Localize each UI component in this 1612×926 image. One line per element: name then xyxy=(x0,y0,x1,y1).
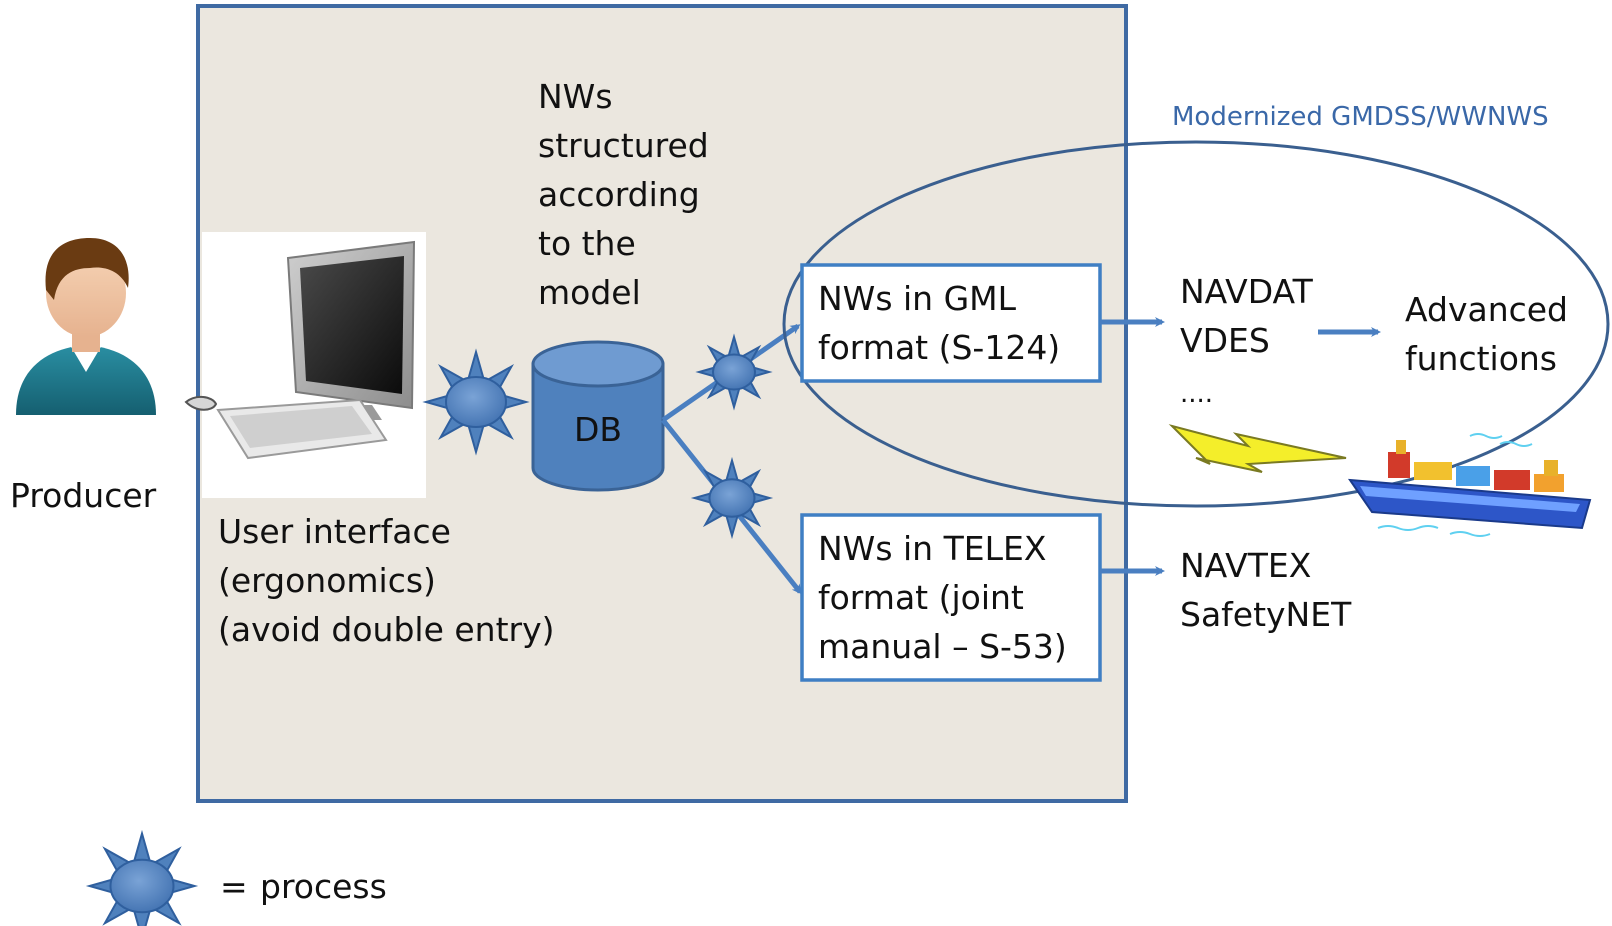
star-gear-icon xyxy=(695,333,773,411)
container-ship-icon xyxy=(1347,433,1592,537)
telex-box-line-2: format (joint xyxy=(818,578,1024,617)
service-safetynet: SafetyNET xyxy=(1180,595,1352,634)
model-note-line-3: according xyxy=(538,175,700,214)
model-note-line-1: NWs xyxy=(538,77,613,116)
service-navdat: NAVDAT xyxy=(1180,272,1314,311)
legend-process-label: process xyxy=(260,867,387,906)
database-icon xyxy=(531,340,665,492)
telex-box-line-1: NWs in TELEX xyxy=(818,529,1046,568)
person-icon xyxy=(16,238,156,415)
gml-box-line-2: format (S-124) xyxy=(818,328,1060,367)
advanced-functions-line-2: functions xyxy=(1405,339,1557,378)
ui-label-line-2: (ergonomics) xyxy=(218,561,436,600)
star-gear-icon xyxy=(690,456,774,540)
service-vdes: VDES xyxy=(1180,321,1270,360)
star-gear-icon xyxy=(422,348,530,456)
legend-equals: = xyxy=(220,867,248,906)
ui-label-line-1: User interface xyxy=(218,512,451,551)
database-label: DB xyxy=(574,410,622,449)
modernized-scope-title: Modernized GMDSS/WWNWS xyxy=(1172,102,1549,132)
advanced-functions-line-1: Advanced xyxy=(1405,290,1568,329)
telex-box-line-3: manual – S-53) xyxy=(818,627,1067,666)
gml-box-line-1: NWs in GML xyxy=(818,279,1017,318)
lightning-bolt-icon xyxy=(1168,424,1347,473)
star-gear-icon xyxy=(85,829,199,926)
ui-label-line-3: (avoid double entry) xyxy=(218,610,555,649)
service-more: .... xyxy=(1180,379,1213,409)
model-note-line-5: model xyxy=(538,273,641,312)
producer-label: Producer xyxy=(10,476,157,515)
model-note-line-4: to the xyxy=(538,224,636,263)
model-note-line-2: structured xyxy=(538,126,709,165)
computer-icon xyxy=(184,232,426,498)
service-navtex: NAVTEX xyxy=(1180,546,1311,585)
telex-format-box xyxy=(800,513,1102,682)
modernized-scope-ellipse xyxy=(782,140,1610,508)
